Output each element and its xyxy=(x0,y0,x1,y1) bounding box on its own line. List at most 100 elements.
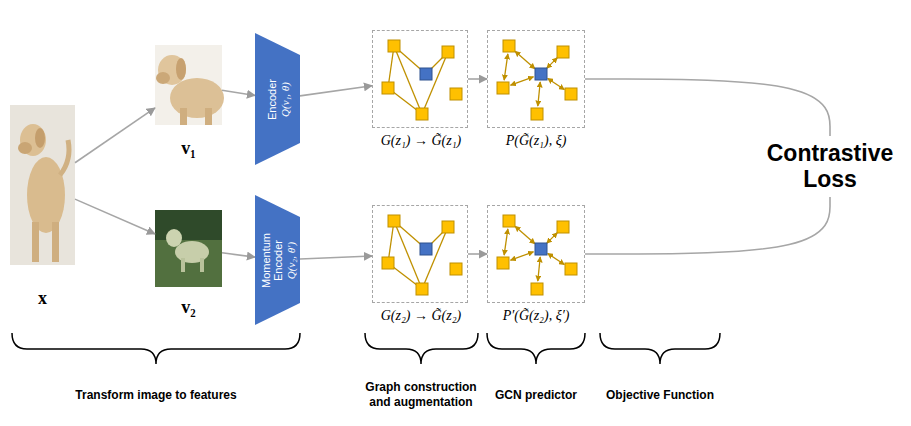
image-box: v₂ xyxy=(155,210,222,287)
dog-leg xyxy=(52,222,59,262)
encoder-trapezoid xyxy=(255,195,300,325)
graph-caption: P(G̃(z₁), ξ) xyxy=(463,133,609,149)
dog-snout xyxy=(156,72,170,84)
section-label: Transform image to features xyxy=(12,388,300,403)
brace xyxy=(12,333,300,364)
graph-vertex xyxy=(442,221,454,233)
graph-link xyxy=(422,52,448,114)
graph-box: P′(G̃(z₂), ξ′) xyxy=(487,205,585,303)
dog-leg xyxy=(181,258,185,272)
image-label: v₂ xyxy=(135,298,242,318)
dog-snout xyxy=(18,142,32,154)
graph-vertex xyxy=(382,82,394,94)
flow-arrow xyxy=(75,199,155,234)
graph-link xyxy=(504,54,508,80)
encoder-formula: Q(v₁, θ) xyxy=(278,82,291,117)
dog-photo xyxy=(10,105,75,265)
graph-vertex xyxy=(497,257,509,269)
graph-vertex xyxy=(531,283,543,295)
dog-leg xyxy=(32,222,39,262)
encoder-name: Momentum Encoder xyxy=(259,220,284,300)
graph-link xyxy=(548,78,565,89)
image-box: x xyxy=(10,105,75,265)
graph-anchor-vertex xyxy=(535,243,547,255)
loss-curve xyxy=(585,197,830,254)
graph-vertex xyxy=(450,88,462,100)
graph-vertex xyxy=(388,215,400,227)
image-label: x xyxy=(0,289,95,309)
flow-arrow xyxy=(222,90,255,95)
dog-ear xyxy=(176,58,186,80)
graph-vertex xyxy=(382,257,394,269)
photo-background xyxy=(155,210,222,240)
graph-link xyxy=(504,229,508,255)
graph-caption: G(z₁) → G̃(z₁) xyxy=(348,133,494,149)
graph-anchor-vertex xyxy=(420,68,432,80)
graph-vertex xyxy=(565,88,577,100)
brace xyxy=(600,333,720,364)
graph-link xyxy=(548,253,565,264)
graph-vertex xyxy=(388,40,400,52)
loss-curve xyxy=(585,79,830,136)
graph-drawings xyxy=(382,40,577,295)
objective-box: Contrastive Loss xyxy=(755,136,905,197)
graph-drawing xyxy=(497,40,577,120)
graph-link xyxy=(511,77,534,85)
graph-drawing xyxy=(382,215,462,295)
graph-caption: G(z₂) → G̃(z₂) xyxy=(348,308,494,324)
graph-vertex xyxy=(416,108,428,120)
photo-ground xyxy=(155,210,222,287)
graph-link xyxy=(547,58,558,69)
dog-tail xyxy=(60,140,69,175)
encoder-block: EncoderQ(v₁, θ) xyxy=(255,33,300,165)
flow-arrow xyxy=(468,253,487,255)
graph-link xyxy=(422,227,448,289)
dog-body xyxy=(170,78,224,118)
graph-link xyxy=(515,51,535,68)
graph-vertex xyxy=(450,263,462,275)
dog-head xyxy=(166,229,182,247)
flow-arrow xyxy=(300,256,372,259)
graph-link xyxy=(515,226,535,243)
encoder-text-frame: EncoderQ(v₁, θ) xyxy=(255,59,300,139)
flow-arrow xyxy=(75,108,155,163)
graph-vertex xyxy=(442,46,454,58)
graph-box: G(z₁) → G̃(z₁) xyxy=(372,30,468,128)
dog-leg xyxy=(205,108,212,125)
graph-box: P(G̃(z₁), ξ) xyxy=(487,30,585,128)
graph-vertex xyxy=(497,82,509,94)
section-label: GCN predictor xyxy=(488,388,584,403)
graph-caption: P′(G̃(z₂), ξ′) xyxy=(463,308,609,324)
graph-link xyxy=(547,233,558,244)
encoder-name: Encoder xyxy=(265,79,278,120)
graph-vertex xyxy=(503,215,515,227)
graph-vertex xyxy=(565,263,577,275)
graph-link xyxy=(538,82,540,106)
image-box: v₁ xyxy=(155,45,222,125)
graph-anchor-vertex xyxy=(420,243,432,255)
brace xyxy=(365,333,478,364)
graph-vertex xyxy=(416,283,428,295)
image-label: v₁ xyxy=(135,139,242,159)
dog-leg xyxy=(180,108,187,125)
dog-photo xyxy=(155,210,222,287)
section-label: Objective Function xyxy=(598,388,722,403)
flow-arrow xyxy=(300,86,372,96)
brace xyxy=(487,333,585,364)
dog-ear xyxy=(35,128,45,148)
encoder-formula: Q(v₂, θ′) xyxy=(284,241,297,278)
graph-vertex xyxy=(557,46,569,58)
dog-photo xyxy=(155,45,224,125)
encoder-text-frame: Momentum EncoderQ(v₂, θ′) xyxy=(255,220,300,300)
encoder-trapezoid xyxy=(255,33,300,165)
graph-vertex xyxy=(503,40,515,52)
graph-box: G(z₂) → G̃(z₂) xyxy=(372,205,468,303)
dog-body xyxy=(27,157,65,233)
graph-vertex xyxy=(557,221,569,233)
graph-link xyxy=(538,257,540,281)
braces xyxy=(12,333,720,364)
flow-arrow xyxy=(222,253,255,257)
graph-drawing xyxy=(497,215,577,295)
